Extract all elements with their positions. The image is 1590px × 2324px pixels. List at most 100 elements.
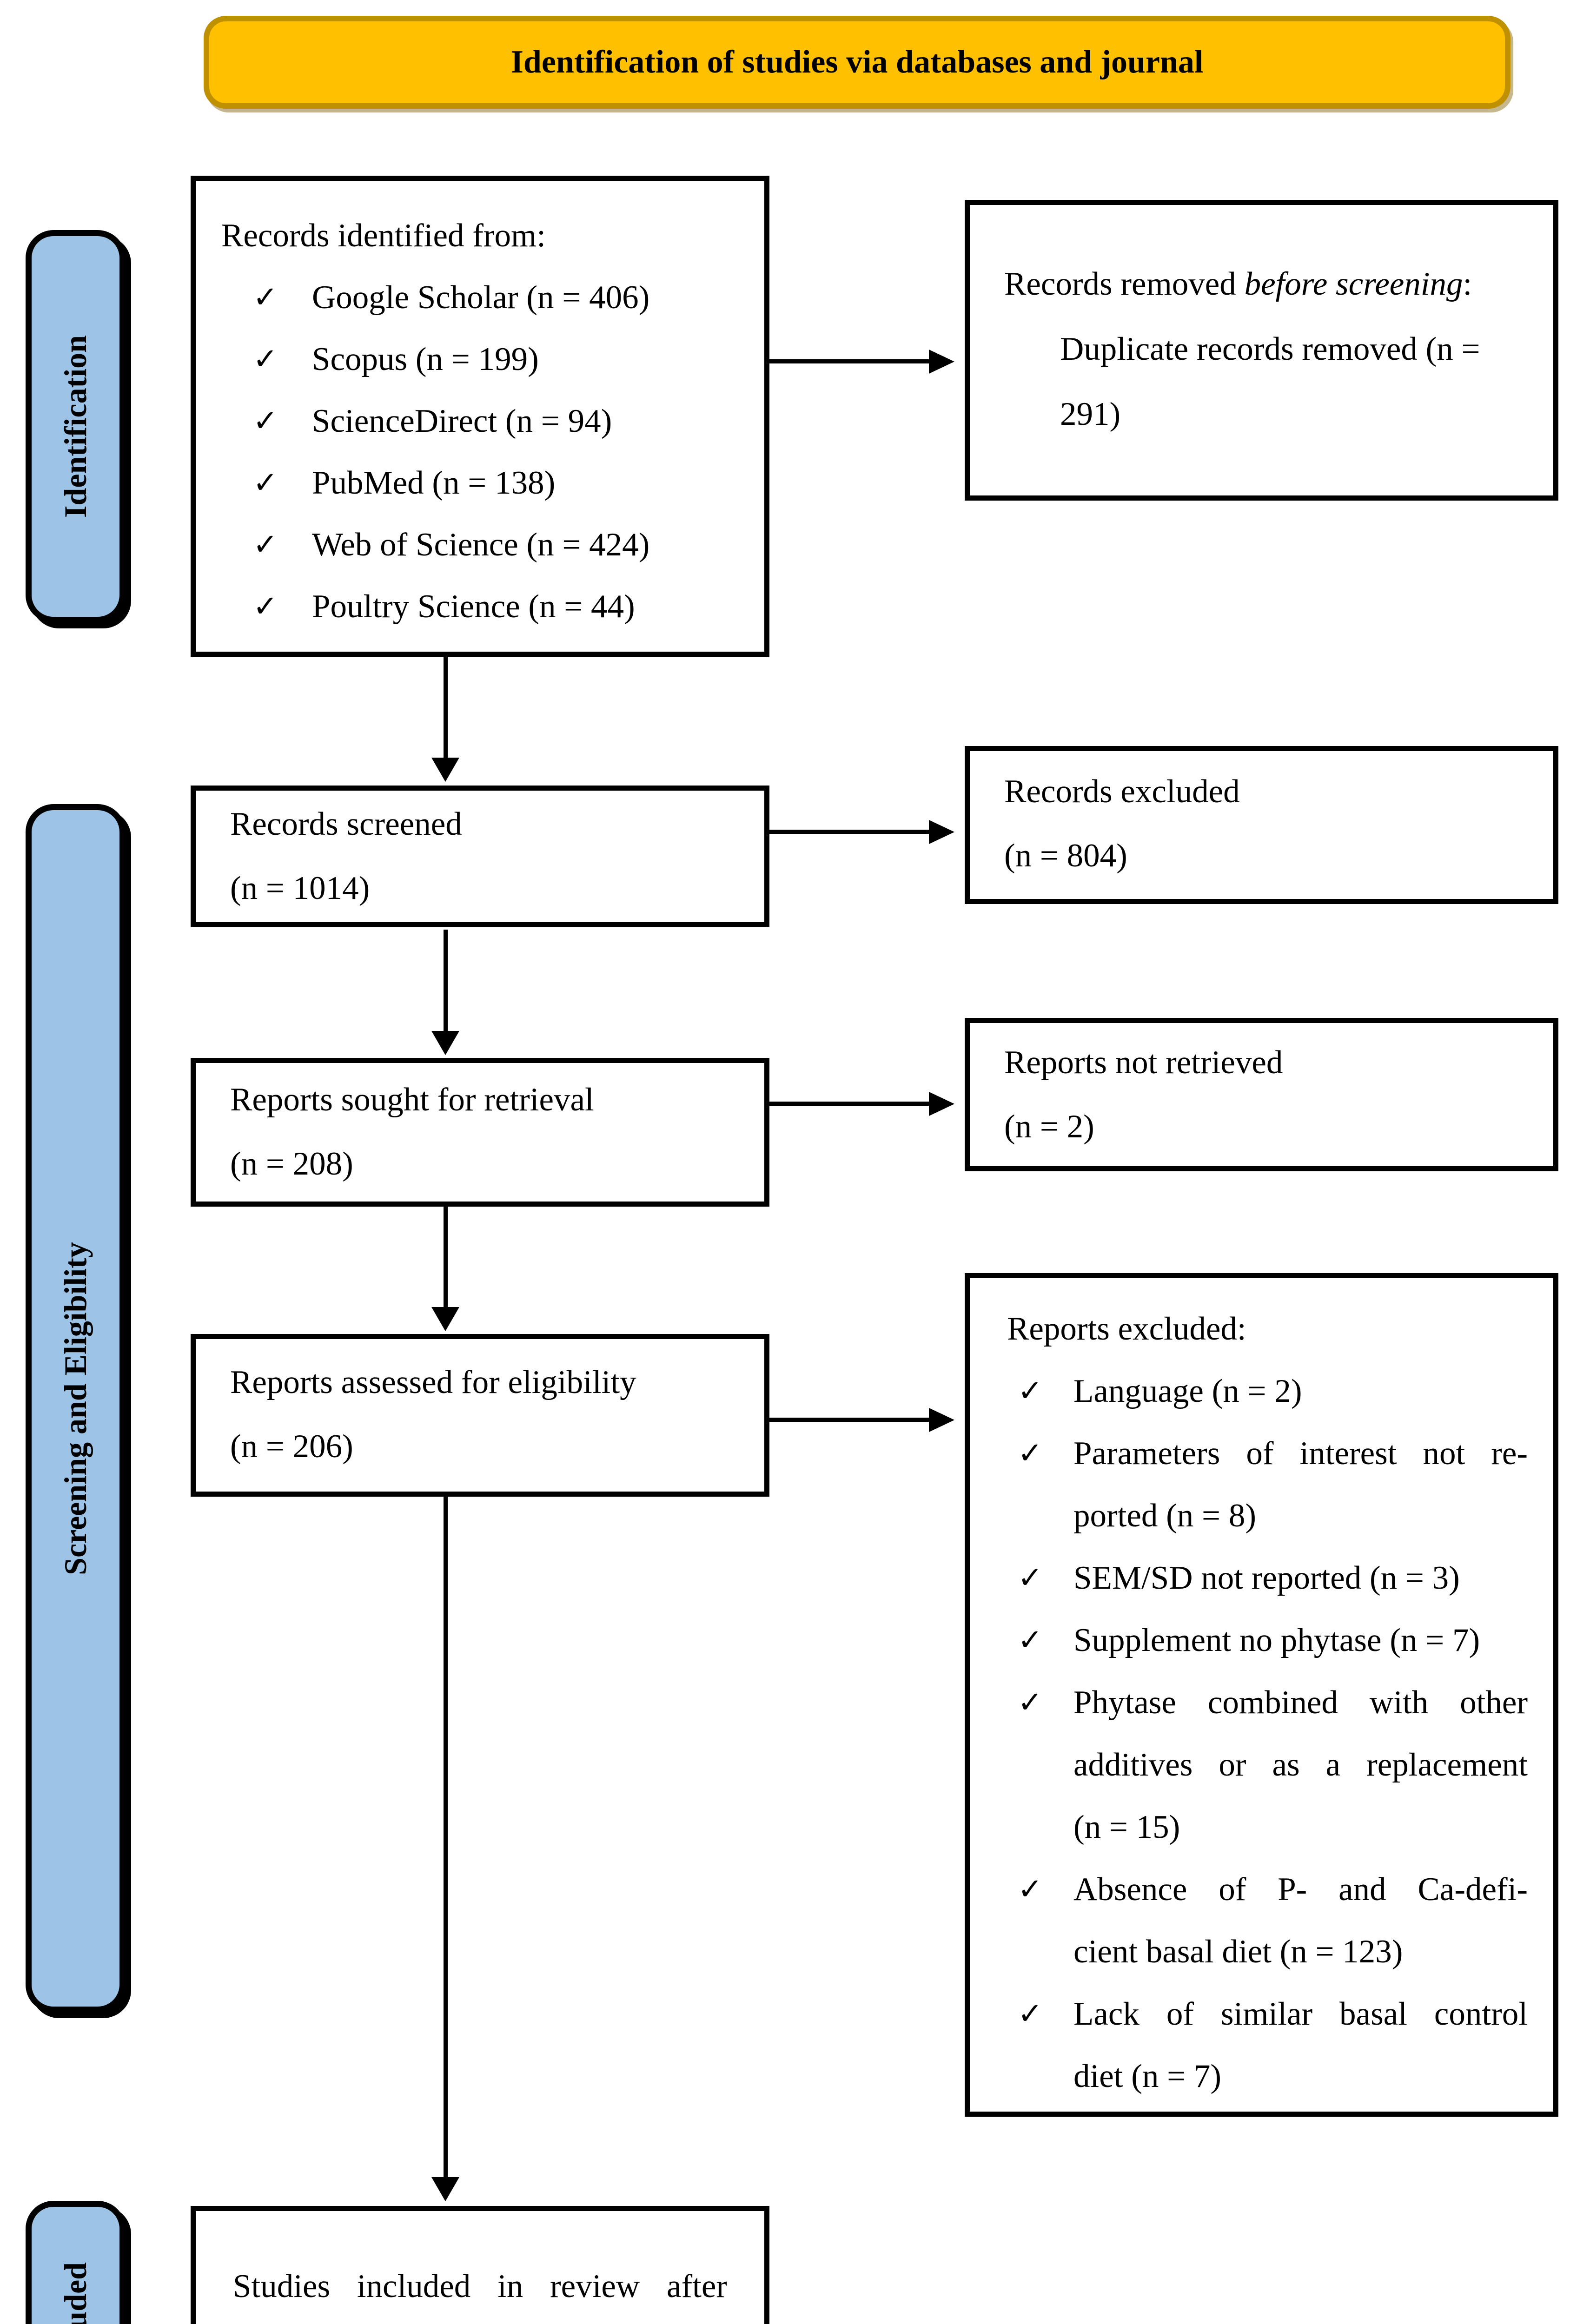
check-icon: ✓ [1018, 1623, 1043, 1657]
box-records-screened: Records screened (n = 1014) [191, 786, 769, 927]
exclusion-item-text: cient basal diet (n = 123) [1073, 1934, 1403, 1970]
reports-sought-label: Reports sought for retrieval [230, 1082, 594, 1118]
box-records-identified: Records identified from: ✓ Google Schola… [191, 176, 769, 657]
arrow-identified-to-removed-line [769, 359, 930, 363]
exclusion-item-continued: ported (n = 8) [984, 1485, 1528, 1547]
source-item-text: ScienceDirect (n = 94) [312, 403, 612, 439]
arrow-right-icon [929, 820, 954, 844]
exclusion-item-text: (n = 15) [1073, 1809, 1180, 1845]
check-icon: ✓ [1018, 1997, 1043, 2031]
box-studies-included: Studies included in review after applyin… [191, 2206, 769, 2324]
exclusion-item-text: Lack of similar basal control [1073, 1996, 1528, 2032]
source-item-text: Google Scholar (n = 406) [312, 279, 650, 316]
stage-label-included: Included [26, 2201, 126, 2324]
check-icon: ✓ [1018, 1436, 1043, 1471]
box-reports-not-retrieved: Reports not retrieved (n = 2) [965, 1018, 1558, 1171]
box-records-removed: Records removed before screening: Duplic… [965, 200, 1558, 501]
exclusion-item-text: Language (n = 2) [1073, 1373, 1302, 1409]
stage-label-identification-text: Identification [58, 335, 93, 518]
check-icon: ✓ [253, 404, 278, 438]
reports-not-retrieved-label: Reports not retrieved [1004, 1044, 1283, 1081]
records-screened-label: Records screened [230, 806, 462, 842]
records-identified-intro: Records identified from: [221, 218, 546, 254]
exclusion-item-continued: cient basal diet (n = 123) [984, 1921, 1528, 1983]
source-item: ✓ PubMed (n = 138) [221, 452, 739, 514]
stage-label-screening-eligibility: Screening and Eligibility [26, 804, 126, 2013]
reports-assessed-label: Reports assessed for eligibility [230, 1364, 636, 1400]
banner-title: Identification of studies via databases … [510, 44, 1204, 80]
exclusion-item-text: diet (n = 7) [1073, 2058, 1222, 2094]
reports-not-retrieved-count: (n = 2) [1004, 1109, 1094, 1145]
exclusion-item-text: Supplement no phytase (n = 7) [1073, 1622, 1480, 1658]
records-screened-count: (n = 1014) [230, 870, 370, 906]
arrow-sought-to-not-retrieved-line [769, 1102, 930, 1106]
stage-label-identification: Identification [26, 230, 126, 623]
records-excluded-count: (n = 804) [1004, 838, 1127, 874]
exclusion-item-text: Phytase combined with other [1073, 1684, 1528, 1721]
reports-excluded-intro: Reports excluded: [1007, 1311, 1246, 1347]
check-icon: ✓ [253, 528, 278, 562]
check-icon: ✓ [253, 280, 278, 315]
arrow-identified-to-screened-line [444, 657, 448, 760]
title-banner: Identification of studies via databases … [204, 16, 1510, 109]
check-icon: ✓ [253, 466, 278, 500]
exclusion-item-text: ported (n = 8) [1073, 1498, 1256, 1534]
check-icon: ✓ [1018, 1685, 1043, 1720]
source-item: ✓ Poultry Science (n = 44) [221, 576, 739, 638]
arrow-right-icon [929, 350, 954, 374]
studies-included-text: applying the inclusion criteria [233, 2321, 727, 2324]
check-icon: ✓ [253, 589, 278, 624]
check-icon: ✓ [1018, 1374, 1043, 1408]
exclusion-item-text: Absence of P- and Ca-defi- [1073, 1871, 1528, 1908]
records-removed-heading: Records removed before screening: [1004, 251, 1525, 317]
arrow-down-icon [431, 1031, 459, 1055]
box-reports-sought: Reports sought for retrieval (n = 208) [191, 1058, 769, 1207]
source-item: ✓ Web of Science (n = 424) [221, 514, 739, 576]
records-removed-emphasis: before screening [1244, 266, 1463, 302]
records-removed-suffix: : [1463, 266, 1472, 302]
arrow-down-icon [431, 758, 459, 782]
studies-included-text: Studies included in review after [233, 2268, 727, 2304]
check-icon: ✓ [1018, 1561, 1043, 1595]
records-removed-prefix: Records removed [1004, 266, 1236, 302]
arrow-assessed-to-reports-excluded-line [769, 1418, 930, 1422]
arrow-down-icon [431, 1307, 459, 1331]
check-icon: ✓ [253, 342, 278, 376]
exclusion-item: ✓ Phytase combined with other [984, 1671, 1528, 1734]
exclusion-item-text: SEM/SD not reported (n = 3) [1073, 1560, 1460, 1596]
arrow-right-icon [929, 1092, 954, 1116]
arrow-screened-to-sought-line [444, 930, 448, 1033]
exclusion-item: ✓ Language (n = 2) [984, 1360, 1528, 1422]
records-excluded-label: Records excluded [1004, 773, 1240, 810]
exclusion-item-continued: diet (n = 7) [984, 2045, 1528, 2107]
stage-label-screening-eligibility-text: Screening and Eligibility [58, 1241, 93, 1575]
source-item: ✓ Scopus (n = 199) [221, 329, 739, 390]
reports-sought-count: (n = 208) [230, 1146, 353, 1182]
exclusion-item-continued: (n = 15) [984, 1796, 1528, 1858]
stage-label-included-text: Included [58, 2262, 93, 2324]
exclusion-item: ✓ Absence of P- and Ca-defi- [984, 1858, 1528, 1921]
arrow-right-icon [929, 1408, 954, 1432]
arrow-sought-to-assessed-line [444, 1207, 448, 1309]
source-item-text: Web of Science (n = 424) [312, 527, 650, 563]
arrow-down-icon [431, 2177, 459, 2201]
records-removed-detail: Duplicate records removed (n = [1060, 331, 1480, 367]
arrow-screened-to-excluded-line [769, 830, 930, 834]
exclusion-item: ✓ Parameters of interest not re- [984, 1422, 1528, 1485]
source-item: ✓ ScienceDirect (n = 94) [221, 390, 739, 452]
exclusion-item-text: additives or as a replacement [1073, 1747, 1528, 1783]
exclusion-item: ✓ SEM/SD not reported (n = 3) [984, 1547, 1528, 1609]
exclusion-item-text: Parameters of interest not re- [1073, 1435, 1528, 1472]
source-item-text: PubMed (n = 138) [312, 465, 556, 501]
check-icon: ✓ [1018, 1872, 1043, 1907]
exclusion-item-continued: additives or as a replacement [984, 1734, 1528, 1796]
reports-assessed-count: (n = 206) [230, 1428, 353, 1465]
source-item: ✓ Google Scholar (n = 406) [221, 267, 739, 329]
source-item-text: Poultry Science (n = 44) [312, 588, 635, 625]
source-item-text: Scopus (n = 199) [312, 341, 539, 377]
records-removed-detail: 291) [1060, 396, 1121, 432]
exclusion-item: ✓ Lack of similar basal control [984, 1983, 1528, 2045]
exclusion-item: ✓ Supplement no phytase (n = 7) [984, 1609, 1528, 1671]
box-reports-assessed: Reports assessed for eligibility (n = 20… [191, 1334, 769, 1497]
